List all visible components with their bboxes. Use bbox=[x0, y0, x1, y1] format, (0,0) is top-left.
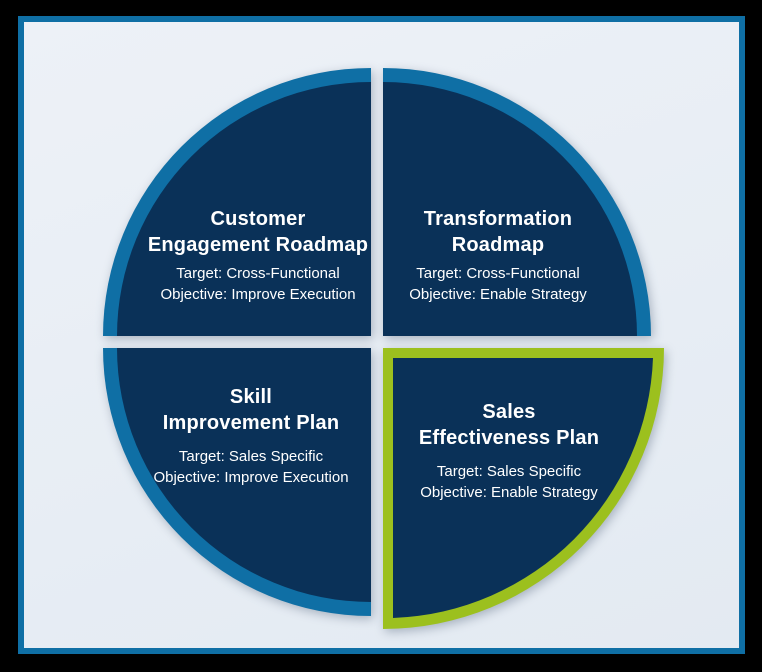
quadrant-bottom-right-label: Sales Effectiveness Plan Target: Sales S… bbox=[394, 399, 624, 503]
quadrant-title-line1: Skill bbox=[229, 386, 273, 408]
quadrant-title: Sales Effectiveness Plan bbox=[394, 399, 624, 451]
quadrant-title-line1: Sales bbox=[482, 401, 536, 423]
quadrant-title: Customer Engagement Roadmap bbox=[143, 206, 373, 258]
quadrant-top-right-shape bbox=[383, 68, 651, 336]
quadrant-top-right-fill bbox=[383, 82, 637, 336]
quadrant-bottom-left-fill bbox=[117, 348, 371, 602]
quadrant-circle: Customer Engagement Roadmap Target: Cros… bbox=[24, 22, 739, 648]
quadrant-objective: Objective: Improve Execution bbox=[160, 286, 356, 303]
quadrant-shapes bbox=[103, 68, 664, 629]
quadrant-details: Target: Cross-Functional Objective: Enab… bbox=[383, 263, 613, 305]
quadrant-title-line1: Transformation bbox=[423, 208, 573, 230]
quadrant-objective: Objective: Improve Execution bbox=[153, 469, 349, 486]
quadrant-objective: Objective: Enable Strategy bbox=[420, 484, 598, 501]
quadrant-bottom-left-label: Skill Improvement Plan Target: Sales Spe… bbox=[136, 384, 366, 488]
quadrant-title-line2: Roadmap bbox=[451, 234, 545, 256]
quadrant-title: Transformation Roadmap bbox=[383, 206, 613, 258]
quadrant-target: Target: Cross-Functional bbox=[176, 265, 340, 282]
quadrant-bottom-right-shape bbox=[383, 348, 664, 629]
quadrant-title-line2: Engagement Roadmap bbox=[147, 234, 369, 256]
quadrant-top-left-label: Customer Engagement Roadmap Target: Cros… bbox=[143, 206, 373, 305]
quadrant-target: Target: Cross-Functional bbox=[416, 265, 580, 282]
quadrant-top-left-shape bbox=[103, 68, 371, 336]
quadrant-details: Target: Sales Specific Objective: Improv… bbox=[136, 446, 366, 488]
quadrant-bottom-left-shape bbox=[103, 348, 371, 616]
quadrant-title-line1: Customer bbox=[210, 208, 306, 230]
quadrant-details: Target: Sales Specific Objective: Enable… bbox=[394, 461, 624, 503]
diagram-background: Customer Engagement Roadmap Target: Cros… bbox=[18, 16, 745, 654]
quadrant-details: Target: Cross-Functional Objective: Impr… bbox=[143, 263, 373, 305]
quadrant-target: Target: Sales Specific bbox=[436, 463, 582, 480]
quadrant-title-line2: Effectiveness Plan bbox=[418, 427, 600, 449]
quadrant-top-left-fill bbox=[117, 82, 371, 336]
quadrant-top-right-label: Transformation Roadmap Target: Cross-Fun… bbox=[383, 206, 613, 305]
quadrant-objective: Objective: Enable Strategy bbox=[409, 286, 587, 303]
quadrant-title: Skill Improvement Plan bbox=[136, 384, 366, 436]
quadrant-bottom-right-fill bbox=[393, 358, 653, 618]
quadrant-target: Target: Sales Specific bbox=[178, 448, 324, 465]
quadrant-title-line2: Improvement Plan bbox=[162, 412, 340, 434]
